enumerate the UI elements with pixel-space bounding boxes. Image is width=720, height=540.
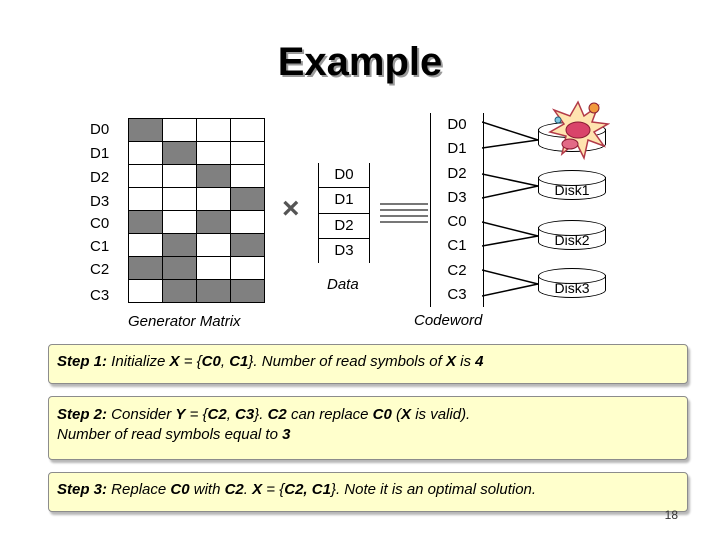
equals-icon [380, 203, 428, 225]
matrix-cell [196, 187, 231, 211]
matrix-row [128, 279, 265, 303]
row-label: D0 [90, 121, 110, 138]
row-label: C3 [90, 287, 110, 304]
row-label: C1 [90, 238, 110, 255]
codeword-cell: D2 [447, 164, 467, 182]
data-vector: D0 D1 D2 D3 [318, 163, 370, 264]
matrix-row [128, 141, 265, 165]
codeword-cell: C3 [447, 286, 467, 304]
row-label: D1 [90, 145, 110, 162]
step-label: Step 2: [57, 406, 108, 423]
matrix-cell [162, 118, 197, 142]
step-label: Step 3: [57, 481, 108, 498]
step-1-box: Step 1: Initialize X = {C0, C1}. Number … [48, 344, 688, 384]
codeword-cell: D3 [447, 188, 467, 206]
matrix-cell [128, 233, 163, 257]
matrix-cell [196, 233, 231, 257]
step-label: Step 1: [57, 353, 108, 370]
multiply-icon: × [282, 192, 300, 225]
matrix-cell [196, 164, 231, 188]
matrix-cell [196, 256, 231, 280]
data-cell: D2 [319, 214, 369, 239]
matrix-row [128, 210, 265, 234]
matrix-row [128, 118, 265, 142]
step-2-box: Step 2: Consider Y = {C2, C3}. C2 can re… [48, 396, 688, 460]
matrix-cell [162, 187, 197, 211]
matrix-row [128, 233, 265, 257]
data-cell: D3 [334, 241, 354, 259]
matrix-cell [196, 210, 231, 234]
step-3-box: Step 3: Replace C0 with C2. X = {C2, C1}… [48, 472, 688, 512]
matrix-cell [230, 118, 265, 142]
row-label: C0 [90, 215, 110, 232]
matrix-cell [230, 187, 265, 211]
disk-connectors [482, 121, 539, 297]
row-label: D2 [90, 169, 110, 186]
matrix-cell [162, 164, 197, 188]
matrix-cell [128, 141, 163, 165]
matrix-cell [128, 164, 163, 188]
matrix-cell [230, 279, 265, 303]
matrix-cell [230, 256, 265, 280]
matrix-cell [162, 279, 197, 303]
matrix-cell [128, 256, 163, 280]
matrix-cell [196, 279, 231, 303]
codeword-cell: D1 [447, 140, 467, 158]
matrix-row [128, 164, 265, 188]
matrix-cell [162, 233, 197, 257]
page-number: 18 [664, 508, 678, 522]
row-label: D3 [90, 193, 110, 210]
matrix-cell [162, 210, 197, 234]
matrix-cell [128, 118, 163, 142]
data-cell: D1 [319, 188, 369, 214]
row-label: C2 [90, 261, 110, 278]
matrix-cell [128, 210, 163, 234]
matrix-row [128, 256, 265, 280]
codeword-cell: C2 [447, 261, 467, 279]
explosion-icon [548, 100, 610, 161]
matrix-cell [230, 141, 265, 165]
matrix-cell [128, 187, 163, 211]
codeword-vector: D0 D1 D2 D3 C0 C1 C2 C3 [430, 113, 484, 308]
matrix-cell [230, 233, 265, 257]
matrix-cell [196, 118, 231, 142]
codeword-cell: C0 [447, 213, 467, 231]
matrix-cell [230, 210, 265, 234]
codeword-caption: Codeword [414, 312, 483, 329]
matrix-cell [230, 164, 265, 188]
codeword-cell: C1 [447, 237, 467, 255]
data-caption: Data [327, 276, 359, 293]
data-cell: D0 [319, 163, 369, 189]
generator-matrix-caption: Generator Matrix [128, 313, 241, 330]
generator-matrix [128, 118, 265, 303]
matrix-cell [196, 141, 231, 165]
matrix-cell [162, 256, 197, 280]
codeword-cell: D0 [447, 116, 467, 133]
matrix-cell [128, 279, 163, 303]
matrix-row [128, 187, 265, 211]
matrix-cell [162, 141, 197, 165]
slide-title: Example [277, 40, 443, 84]
